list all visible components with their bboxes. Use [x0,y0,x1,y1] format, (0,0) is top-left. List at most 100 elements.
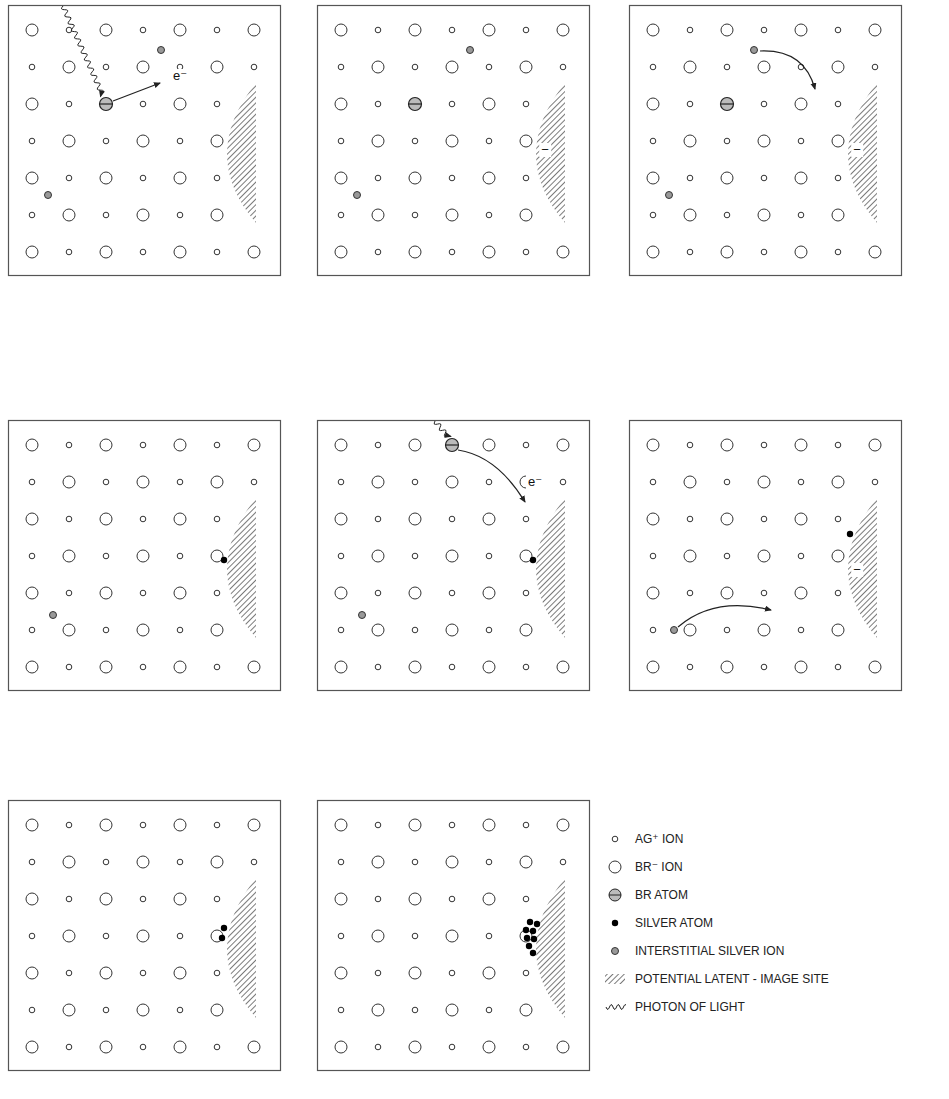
bromide-ion [483,513,495,525]
bromide-ion [446,476,458,488]
silver-ion [449,896,455,902]
silver-ion [523,822,529,828]
silver-ion [140,249,146,255]
silver-ion [835,590,841,596]
silver-ion [687,442,693,448]
bromide-ion [409,661,421,673]
silver-atom [219,935,225,941]
bromide-ion [63,550,75,562]
silver-ion [338,933,344,939]
bromide-ion [721,661,733,673]
silver-ion [412,553,418,559]
silver-ion [761,664,767,670]
silver-ion [523,1044,529,1050]
charge-sign: − [851,143,863,157]
bromine-atom [100,98,113,111]
silver-ion [140,970,146,976]
bromide-ion [483,661,495,673]
silver-ion [375,590,381,596]
silver-ion [724,553,730,559]
bromide-ion [409,1041,421,1053]
legend-row: SILVER ATOM [605,914,713,932]
silver-ion [486,627,492,633]
legend-row: PHOTON OF LIGHT [605,998,745,1016]
bromine-atom [446,439,459,452]
interstitial-silver-ion [671,627,678,634]
panel-frame [318,421,590,691]
bromide-ion [446,624,458,636]
silver-ion [66,664,72,670]
silver-atom [527,919,533,925]
silver-ion [412,212,418,218]
bromide-ion [758,209,770,221]
bromide-ion [795,98,807,110]
bromide-ion [446,61,458,73]
silver-ion [560,859,566,865]
latent-image-site [536,83,565,223]
bromide-ion [63,476,75,488]
silver-ion [523,896,529,902]
silver-ion [103,859,109,865]
silver-ion [29,64,35,70]
silver-atom [221,925,227,931]
silver-ion [449,590,455,596]
silver-ion [140,101,146,107]
bromide-ion [372,624,384,636]
silver-ion [338,553,344,559]
interstitial-silver-ion [354,192,361,199]
silver-ion [486,64,492,70]
silver-ion [449,175,455,181]
silver-ion [375,27,381,33]
silver-ion [523,249,529,255]
silver-ion [29,933,35,939]
silver-ion [177,627,183,633]
silver-ion [724,64,730,70]
bromide-ion [335,967,347,979]
bromide-ion [211,135,223,147]
legend-text: INTERSTITIAL SILVER ION [635,944,784,958]
bromine-atom [409,98,422,111]
bromide-ion [174,246,186,258]
motion-arrow [458,450,525,502]
silver-atom [612,920,618,926]
bromide-ion [832,476,844,488]
silver-ion [486,553,492,559]
bromide-ion [684,476,696,488]
silver-ion [375,101,381,107]
bromine-atom [609,889,621,901]
bromide-ion [372,856,384,868]
electron-label: e⁻ [171,69,189,83]
silver-ion [449,516,455,522]
silver-ion [835,249,841,255]
interstitial-silver-ion [666,192,673,199]
bromide-ion [137,624,149,636]
bromide-ion [832,624,844,636]
silver-atom [534,921,540,927]
legend-text: BR⁻ ION [635,860,683,874]
bromide-ion [832,135,844,147]
silver-ion [140,1044,146,1050]
silver-ion [214,175,220,181]
bromide-ion [520,624,532,636]
latent-image-site [848,498,877,638]
bromide-ion [409,587,421,599]
bromide-ion [26,587,38,599]
bromide-ion [335,98,347,110]
bromide-ion [758,624,770,636]
bromide-ion [647,98,659,110]
silver-ion [338,138,344,144]
silver-ion [486,1007,492,1013]
bromide-ion [100,661,112,673]
panel-frame [630,421,902,691]
silver-ion [66,590,72,596]
silver-ion [29,138,35,144]
bromide-ion [335,819,347,831]
silver-ion [412,64,418,70]
silver-ion [375,1044,381,1050]
bromide-ion [832,550,844,562]
bromide-ion [520,209,532,221]
silver-ion [214,442,220,448]
silver-ion [412,138,418,144]
bromide-ion [26,246,38,258]
